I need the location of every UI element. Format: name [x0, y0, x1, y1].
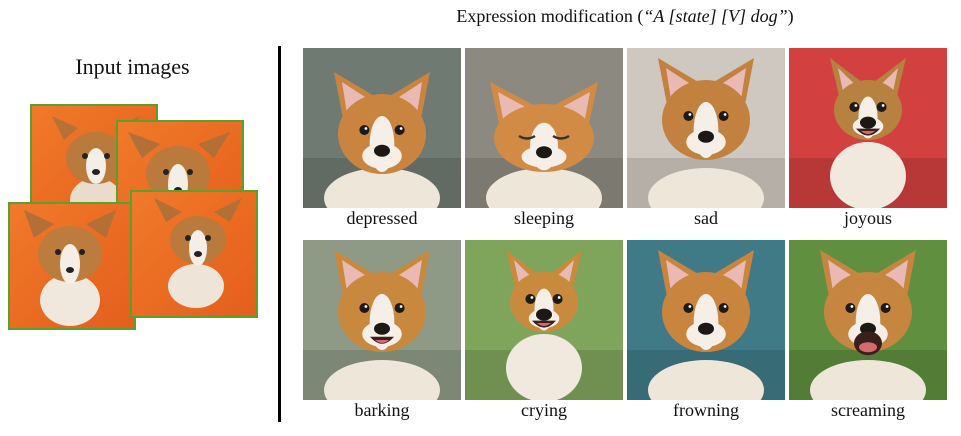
- dog-illustration-icon: [627, 240, 785, 400]
- dog-illustration-icon: [303, 240, 461, 400]
- caption-sleeping: sleeping: [514, 208, 574, 228]
- input-image-3: [8, 202, 136, 330]
- panel-divider: [278, 46, 281, 422]
- dog-illustration-icon: [465, 48, 623, 208]
- caption-crying: crying: [521, 400, 567, 420]
- generated-image-depressed: [303, 48, 461, 208]
- title-prefix: Expression modification (: [456, 6, 644, 26]
- title-prompt: “A [state] [V] dog”: [643, 6, 788, 26]
- dog-illustration-icon: [24, 210, 116, 326]
- input-image-4: [130, 190, 258, 318]
- caption-depressed: depressed: [346, 208, 418, 228]
- caption-frowning: frowning: [673, 400, 739, 420]
- dog-illustration-icon: [303, 48, 461, 208]
- dog-illustration-icon: [789, 240, 947, 400]
- dog-illustration-icon: [789, 48, 947, 208]
- generated-image-frowning: [627, 240, 785, 400]
- generated-image-screaming: [789, 240, 947, 400]
- caption-barking: barking: [354, 400, 410, 420]
- title-suffix: ): [787, 6, 794, 26]
- generated-image-barking: [303, 240, 461, 400]
- generated-image-crying: [465, 240, 623, 400]
- caption-sad: sad: [694, 208, 718, 228]
- generated-image-sleeping: [465, 48, 623, 208]
- input-images-title: Input images: [75, 54, 190, 79]
- dog-illustration-icon: [465, 240, 623, 400]
- expression-modification-title: Expression modification (“A [state] [V] …: [300, 6, 950, 27]
- caption-joyous: joyous: [843, 208, 892, 228]
- dog-illustration-icon: [627, 48, 785, 208]
- generated-image-sad: [627, 48, 785, 208]
- generated-image-joyous: [789, 48, 947, 208]
- caption-screaming: screaming: [831, 400, 905, 420]
- dog-illustration-icon: [154, 198, 242, 308]
